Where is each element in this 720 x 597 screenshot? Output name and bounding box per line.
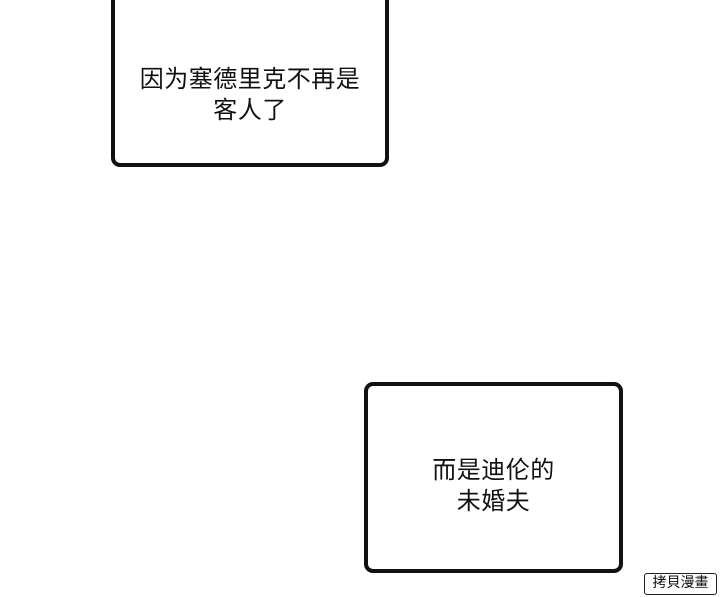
speech-line-2: 客人了: [213, 96, 287, 124]
speech-bubble-bottom: 而是迪伦的 未婚夫: [364, 382, 623, 573]
speech-line-2: 未婚夫: [456, 487, 531, 515]
speech-line-1: 因为塞德里克不再是: [139, 65, 361, 93]
speech-bubble-bottom-text: 而是迪伦的 未婚夫: [368, 455, 619, 517]
watermark-badge: 拷貝漫畫: [644, 573, 717, 595]
speech-bubble-top-text: 因为塞德里克不再是 客人了: [115, 64, 385, 126]
speech-line-1: 而是迪伦的: [432, 456, 555, 484]
speech-bubble-top: 因为塞德里克不再是 客人了: [111, 0, 389, 167]
